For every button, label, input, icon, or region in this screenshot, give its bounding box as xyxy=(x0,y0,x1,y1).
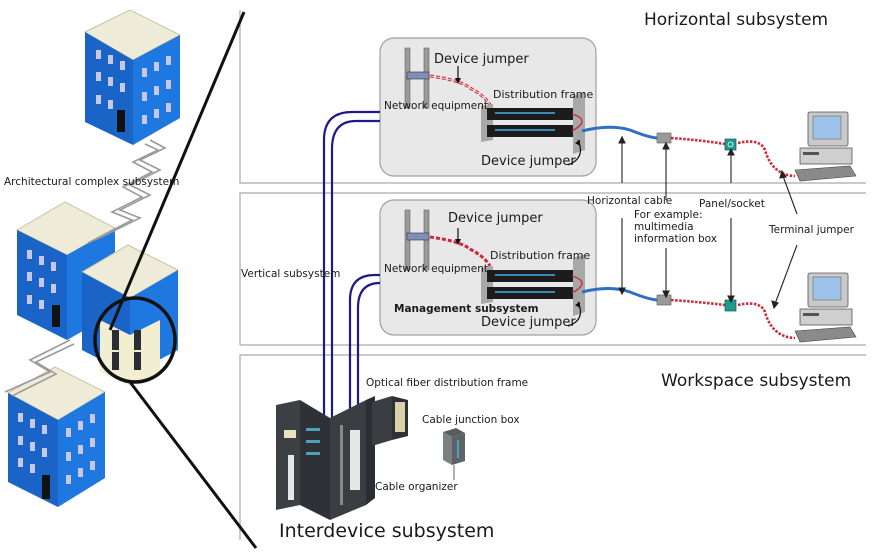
upper-network-equipment-label: Network equipment xyxy=(384,100,489,112)
upper-multimedia-box xyxy=(656,132,672,144)
upper-computer xyxy=(794,111,857,182)
workspace-subsystem-title: Workspace subsystem xyxy=(661,371,852,391)
horizontal-cable-label: Horizontal cable xyxy=(587,195,673,207)
top-floor-frame xyxy=(239,10,866,184)
lower-computer xyxy=(794,272,857,343)
lower-terminal-cable xyxy=(670,298,796,340)
lower-device-jumper-label: Device jumper xyxy=(448,211,543,226)
upper-socket xyxy=(724,138,737,151)
floor-frames xyxy=(239,10,866,540)
cable-organizer-label: Cable organizer xyxy=(375,481,458,493)
lower-horizontal-cable xyxy=(581,287,659,302)
interdevice-subsystem-title: Interdevice subsystem xyxy=(279,520,495,542)
management-subsystem-label: Management subsystem xyxy=(394,303,539,315)
middle-floor-frame xyxy=(239,192,866,346)
multimedia-box-label-line1: For example: xyxy=(634,209,703,221)
terminal-jumper-label: Terminal jumper xyxy=(769,224,854,236)
lower-network-rack xyxy=(404,209,430,271)
building-windows xyxy=(18,50,171,484)
lower-device-jumper-cable xyxy=(429,235,492,267)
lower-multimedia-box xyxy=(656,294,672,306)
building-middle-right xyxy=(80,244,180,386)
optical-fiber-frame-label: Optical fiber distribution frame xyxy=(366,377,529,389)
magnifier-circle xyxy=(93,296,177,384)
main-distribution-racks xyxy=(276,396,375,520)
upper-network-rack xyxy=(404,47,430,109)
optical-fiber-distribution-frame xyxy=(372,396,408,446)
horizontal-subsystem-title: Horizontal subsystem xyxy=(644,10,829,30)
upper-device-jumper-label: Device jumper xyxy=(434,52,529,67)
upper-arrows xyxy=(618,135,798,215)
lower-distribution-frame xyxy=(481,254,585,316)
cable-junction-box-label: Cable junction box xyxy=(422,414,520,426)
divider-line-top xyxy=(108,11,246,331)
lower-device-jumper-bottom-label: Device jumper xyxy=(481,315,576,330)
upper-distribution-frame-label: Distribution frame xyxy=(493,88,594,101)
architectural-subsystem-label: Architectural complex subsystem xyxy=(4,176,180,188)
panel-socket-label: Panel/socket xyxy=(699,198,765,210)
bottom-floor-frame xyxy=(239,354,866,540)
upper-distribution-frame xyxy=(481,92,585,154)
multimedia-box-label-line2: multimedia xyxy=(634,221,694,233)
multimedia-box-label-line3: information box xyxy=(634,233,717,245)
lower-distribution-frame-label: Distribution frame xyxy=(490,249,591,262)
upper-device-jumper-bottom-label: Device jumper xyxy=(481,154,576,169)
lower-arrows xyxy=(618,218,798,310)
cable-junction-box xyxy=(443,428,465,480)
upper-horizontal-cable xyxy=(581,125,659,140)
lower-network-equipment-label: Network equipment xyxy=(384,263,489,275)
vertical-subsystem-label: Vertical subsystem xyxy=(241,268,341,280)
inter-building-cables xyxy=(4,139,167,397)
divider-line-bottom xyxy=(128,381,258,549)
backbone-cables xyxy=(322,110,381,425)
